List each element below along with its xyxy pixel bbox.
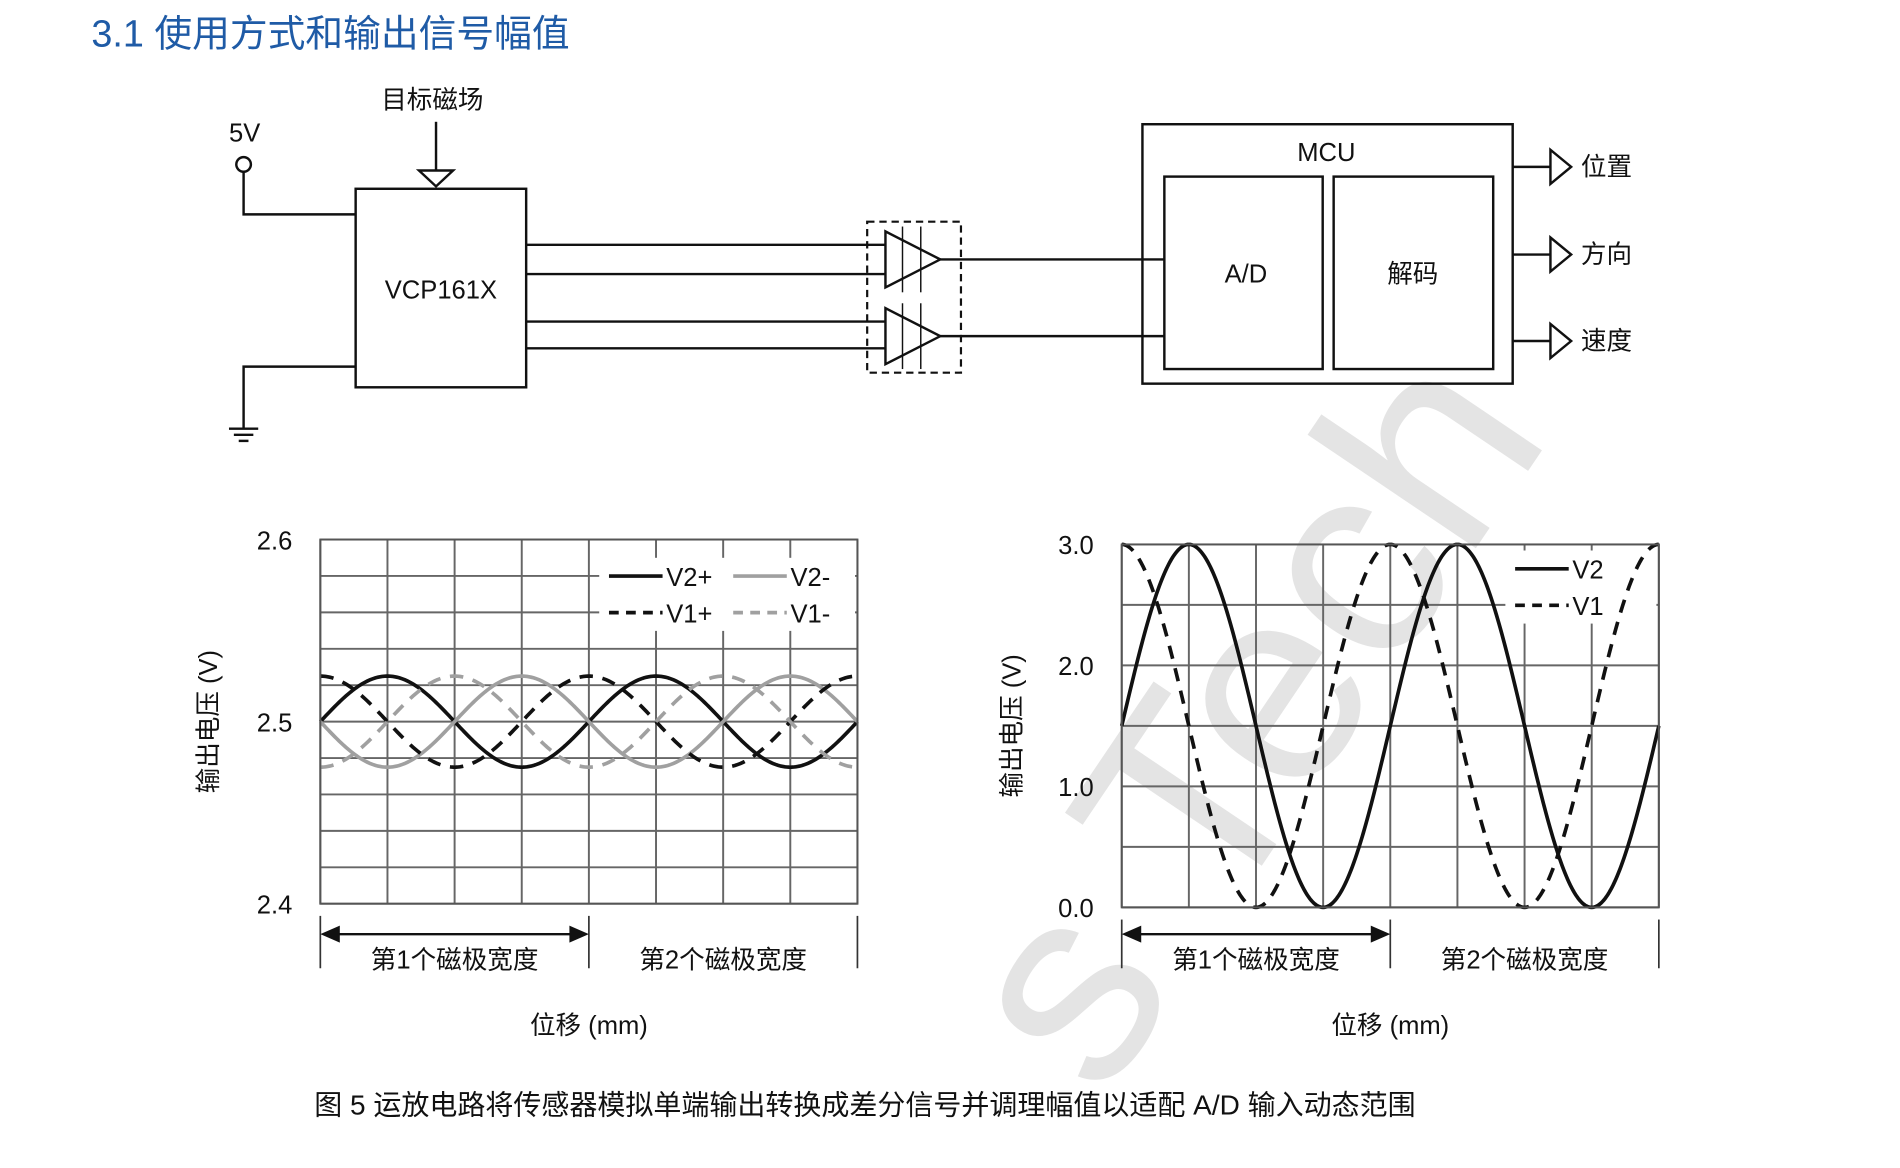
- op-amp-1-icon: [884, 229, 943, 290]
- op-amp-2-icon: [884, 306, 943, 367]
- x-axis-label: 位移 (mm): [530, 1012, 648, 1040]
- sensor-output-wires: [526, 243, 886, 350]
- series-line-v1plus: [320, 674, 858, 769]
- decoder-label: 解码: [1387, 261, 1438, 289]
- pole-2-label: 第2个磁极宽度: [1441, 946, 1609, 974]
- block-diagram: [228, 121, 1574, 443]
- output-arrow-icon: [1549, 321, 1574, 361]
- arrowhead-right-icon: [569, 925, 589, 943]
- y-tick-label: 2.4: [257, 891, 293, 919]
- x-axis-label: 位移 (mm): [1331, 1012, 1449, 1040]
- sensor-label: VCP161X: [385, 276, 497, 304]
- y-tick-label: 1.0: [1058, 774, 1094, 802]
- arrowhead-left-icon: [1121, 925, 1142, 943]
- legend-label: V2-: [790, 564, 830, 592]
- legend-label: V1+: [666, 600, 712, 628]
- legend-label: V1-: [790, 600, 830, 628]
- output-position-label: 位置: [1581, 153, 1632, 181]
- sensor-block: [354, 187, 528, 389]
- ground-wire: [242, 365, 356, 429]
- output-arrow-icon: [1549, 147, 1574, 187]
- field-label: 目标磁场: [381, 86, 483, 114]
- arrowhead-left-icon: [320, 925, 340, 943]
- y-tick-label: 2.6: [257, 527, 293, 555]
- plot-border: [319, 538, 859, 905]
- differential-signal-chart: V2+ V2- V1+ V1- 2.6 2.5 2.4 输出电压 (V) 第1个磁极宽度 第2个磁…: [195, 527, 859, 1040]
- output-arrow-icon: [1549, 234, 1574, 275]
- adc-label: A/D: [1225, 261, 1268, 289]
- y-axis-label: 输出电压 (V): [195, 650, 223, 793]
- legend-label: V1: [1572, 593, 1603, 621]
- output-direction-label: 方向: [1581, 241, 1632, 269]
- legend-background: [599, 557, 856, 631]
- output-speed-label: 速度: [1581, 328, 1632, 356]
- supply-wire: [242, 171, 356, 216]
- adc-block: [1163, 175, 1324, 371]
- y-tick-label: 3.0: [1058, 532, 1094, 560]
- supply-label: 5V: [229, 119, 260, 147]
- ground-icon: [228, 427, 259, 443]
- supply-terminal-icon: [235, 155, 253, 173]
- legend-label: V2: [1572, 557, 1603, 585]
- y-tick-label: 2.0: [1058, 653, 1094, 681]
- pole-1-label: 第1个磁极宽度: [371, 946, 539, 974]
- arrowhead-right-icon: [1370, 925, 1391, 943]
- series-line-v2: [1119, 542, 1661, 910]
- pole-1-label: 第1个磁极宽度: [1172, 946, 1340, 974]
- y-tick-label: 0.0: [1058, 895, 1094, 923]
- output-arrows: [1512, 147, 1574, 361]
- decoder-block: [1332, 175, 1495, 371]
- y-tick-label: 2.5: [257, 709, 293, 737]
- series-line-v1minus: [320, 674, 858, 769]
- plot-border: [1120, 543, 1660, 909]
- legend-label: V2+: [666, 564, 712, 592]
- section-title: 3.1 使用方式和输出信号幅值: [91, 12, 569, 54]
- mcu-label: MCU: [1297, 139, 1355, 167]
- figure-caption: 图 5 运放电路将传感器模拟单端输出转换成差分信号并调理幅值以适配 A/D 输入…: [314, 1089, 1415, 1120]
- field-arrow-icon: [415, 169, 457, 189]
- op-amp-supply-ticks: [901, 226, 922, 370]
- legend-background: [1505, 550, 1657, 624]
- pole-2-label: 第2个磁极宽度: [639, 946, 807, 974]
- y-axis-label: 输出电压 (V): [999, 654, 1027, 797]
- series-line-v2minus: [318, 674, 859, 769]
